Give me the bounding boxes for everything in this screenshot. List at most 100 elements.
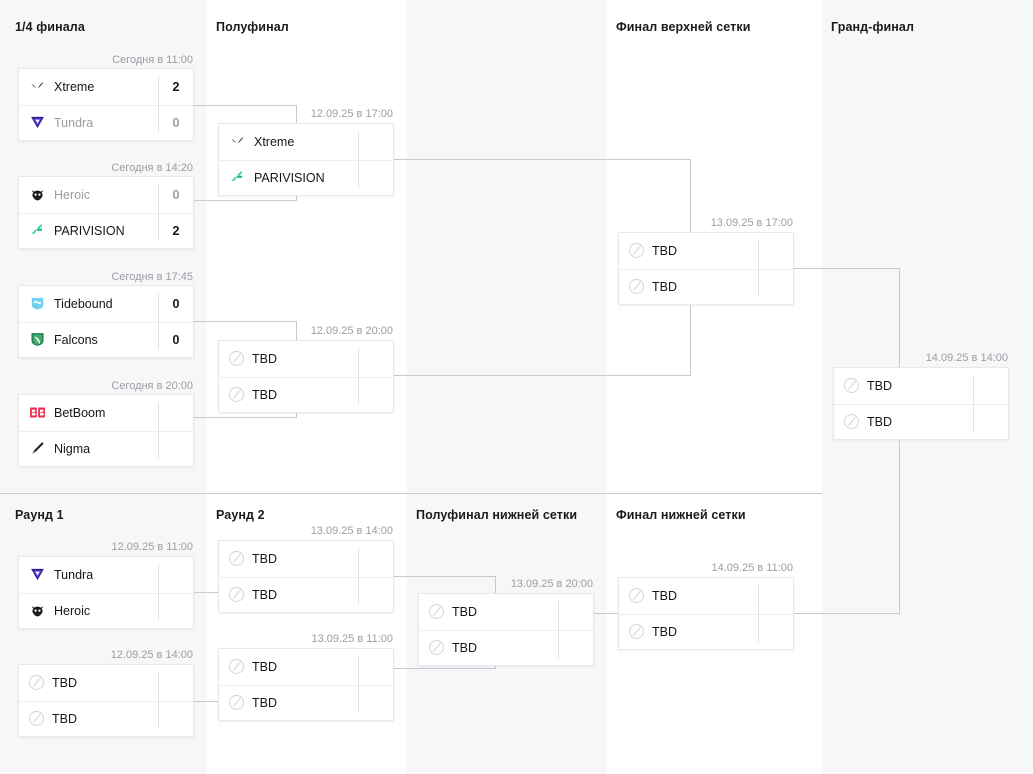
round-title-semifinal: Полуфинал: [216, 20, 289, 34]
match-row[interactable]: TBD: [419, 629, 593, 666]
team-name: PARIVISION: [254, 170, 325, 185]
match-card-ub-sf1[interactable]: Xtreme PARIVISION: [218, 123, 394, 196]
match-row[interactable]: Xtreme 2: [19, 69, 193, 105]
match-row[interactable]: Tundra 0: [19, 104, 193, 141]
match-row[interactable]: TBD: [219, 649, 393, 685]
team-entry: TBD: [229, 587, 393, 603]
team-name: Nigma: [54, 441, 91, 456]
team-score: 0: [172, 187, 180, 202]
team-score: [159, 665, 193, 701]
match-date-ub-qf3: Сегодня в 17:45: [111, 271, 193, 283]
match-row[interactable]: Falcons 0: [19, 321, 193, 358]
match-row[interactable]: TBD: [219, 541, 393, 577]
connector: [690, 269, 691, 376]
match-row[interactable]: Tundra: [19, 557, 193, 593]
match-row[interactable]: TBD: [219, 576, 393, 613]
team-score: [974, 405, 1008, 440]
match-card-lb-r2m2[interactable]: TBD TBD: [218, 648, 394, 721]
match-card-lb-sf[interactable]: TBD TBD: [418, 593, 594, 666]
team-entry: TBD: [629, 243, 793, 259]
team-entry: TBD: [844, 378, 1008, 394]
team-score: 0: [172, 296, 180, 311]
match-row[interactable]: TBD: [219, 341, 393, 377]
match-date-lb-final: 14.09.25 в 11:00: [711, 562, 794, 574]
match-card-lb-final[interactable]: TBD TBD: [618, 577, 794, 650]
connector: [794, 268, 900, 269]
team-score: [759, 233, 793, 269]
match-row[interactable]: TBD: [419, 594, 593, 630]
round-title-lower-round2: Раунд 2: [216, 508, 265, 522]
team-score: [159, 702, 193, 737]
connector: [899, 402, 900, 614]
team-entry: TBD: [229, 659, 393, 675]
match-date-ub-sf2: 12.09.25 в 20:00: [310, 325, 393, 337]
team-entry: TBD: [229, 351, 393, 367]
match-row[interactable]: TBD: [619, 578, 793, 614]
betboom-icon: [30, 407, 45, 418]
parivision-icon: [31, 224, 43, 235]
match-row[interactable]: TBD: [619, 268, 793, 305]
connector: [393, 576, 496, 577]
match-card-ub-sf2[interactable]: TBD TBD: [218, 340, 394, 413]
team-score: 2: [172, 223, 180, 238]
connector: [194, 200, 297, 201]
round-title-lower-final: Финал нижней сетки: [616, 508, 746, 522]
match-date-grand-final: 14.09.25 в 14:00: [925, 352, 1008, 364]
match-card-lb-r1m2[interactable]: TBD TBD: [18, 664, 194, 737]
match-card-lb-r1m1[interactable]: Tundra Heroic: [18, 556, 194, 629]
team-score: [359, 124, 393, 160]
team-entry: Tundra: [29, 114, 193, 131]
match-row[interactable]: TBD: [834, 368, 1008, 404]
match-row[interactable]: BetBoom: [19, 395, 193, 431]
match-row[interactable]: TBD: [619, 233, 793, 269]
match-card-lb-r2m1[interactable]: TBD TBD: [218, 540, 394, 613]
match-card-ub-qf2[interactable]: Heroic 0 PARIVISION 2: [18, 176, 194, 249]
tbd-icon: [229, 351, 244, 367]
match-row[interactable]: Heroic: [19, 592, 193, 629]
match-row[interactable]: TBD: [619, 613, 793, 650]
tbd-icon: [229, 659, 244, 675]
tundra-icon: [31, 569, 44, 581]
connector: [393, 375, 691, 376]
tbd-icon: [629, 243, 644, 259]
match-row[interactable]: TBD: [834, 403, 1008, 440]
match-card-ub-qf3[interactable]: Tidebound 0 Falcons 0: [18, 285, 194, 358]
team-name: TBD: [452, 604, 477, 619]
match-row[interactable]: PARIVISION 2: [19, 212, 193, 249]
match-date-ub-sf1: 12.09.25 в 17:00: [310, 108, 393, 120]
team-entry: TBD: [629, 588, 793, 604]
team-entry: Tidebound: [29, 295, 193, 312]
match-row[interactable]: TBD: [19, 665, 193, 701]
match-row[interactable]: Heroic 0: [19, 177, 193, 213]
team-name: Xtreme: [254, 134, 295, 149]
match-row[interactable]: TBD: [219, 684, 393, 721]
match-card-ub-qf4[interactable]: BetBoom Nigma: [18, 394, 194, 467]
team-score: [759, 270, 793, 305]
team-entry: PARIVISION: [29, 222, 193, 239]
match-card-ub-qf1[interactable]: Xtreme 2 Tundra 0: [18, 68, 194, 141]
match-row[interactable]: TBD: [19, 700, 193, 737]
team-name: TBD: [867, 414, 892, 429]
team-score: [159, 594, 193, 629]
match-card-grand-final[interactable]: TBD TBD: [833, 367, 1009, 440]
match-date-ub-qf4: Сегодня в 20:00: [111, 380, 193, 392]
team-score: [159, 557, 193, 593]
round-title-lower-semifinal: Полуфинал нижней сетки: [416, 508, 578, 522]
team-name: BetBoom: [54, 405, 106, 420]
tbd-icon: [229, 587, 244, 603]
tbd-icon: [29, 711, 44, 727]
team-score: [359, 578, 393, 613]
team-name: Tidebound: [54, 296, 113, 311]
match-row[interactable]: Tidebound 0: [19, 286, 193, 322]
tbd-icon: [229, 387, 244, 403]
match-row[interactable]: TBD: [219, 376, 393, 413]
tidebound-icon: [31, 298, 44, 310]
match-row[interactable]: Xtreme: [219, 124, 393, 160]
match-row[interactable]: Nigma: [19, 430, 193, 467]
match-card-ub-final[interactable]: TBD TBD: [618, 232, 794, 305]
match-row[interactable]: PARIVISION: [219, 159, 393, 196]
team-name: TBD: [252, 695, 277, 710]
tbd-icon: [844, 414, 859, 430]
xtreme-icon: [231, 137, 244, 144]
